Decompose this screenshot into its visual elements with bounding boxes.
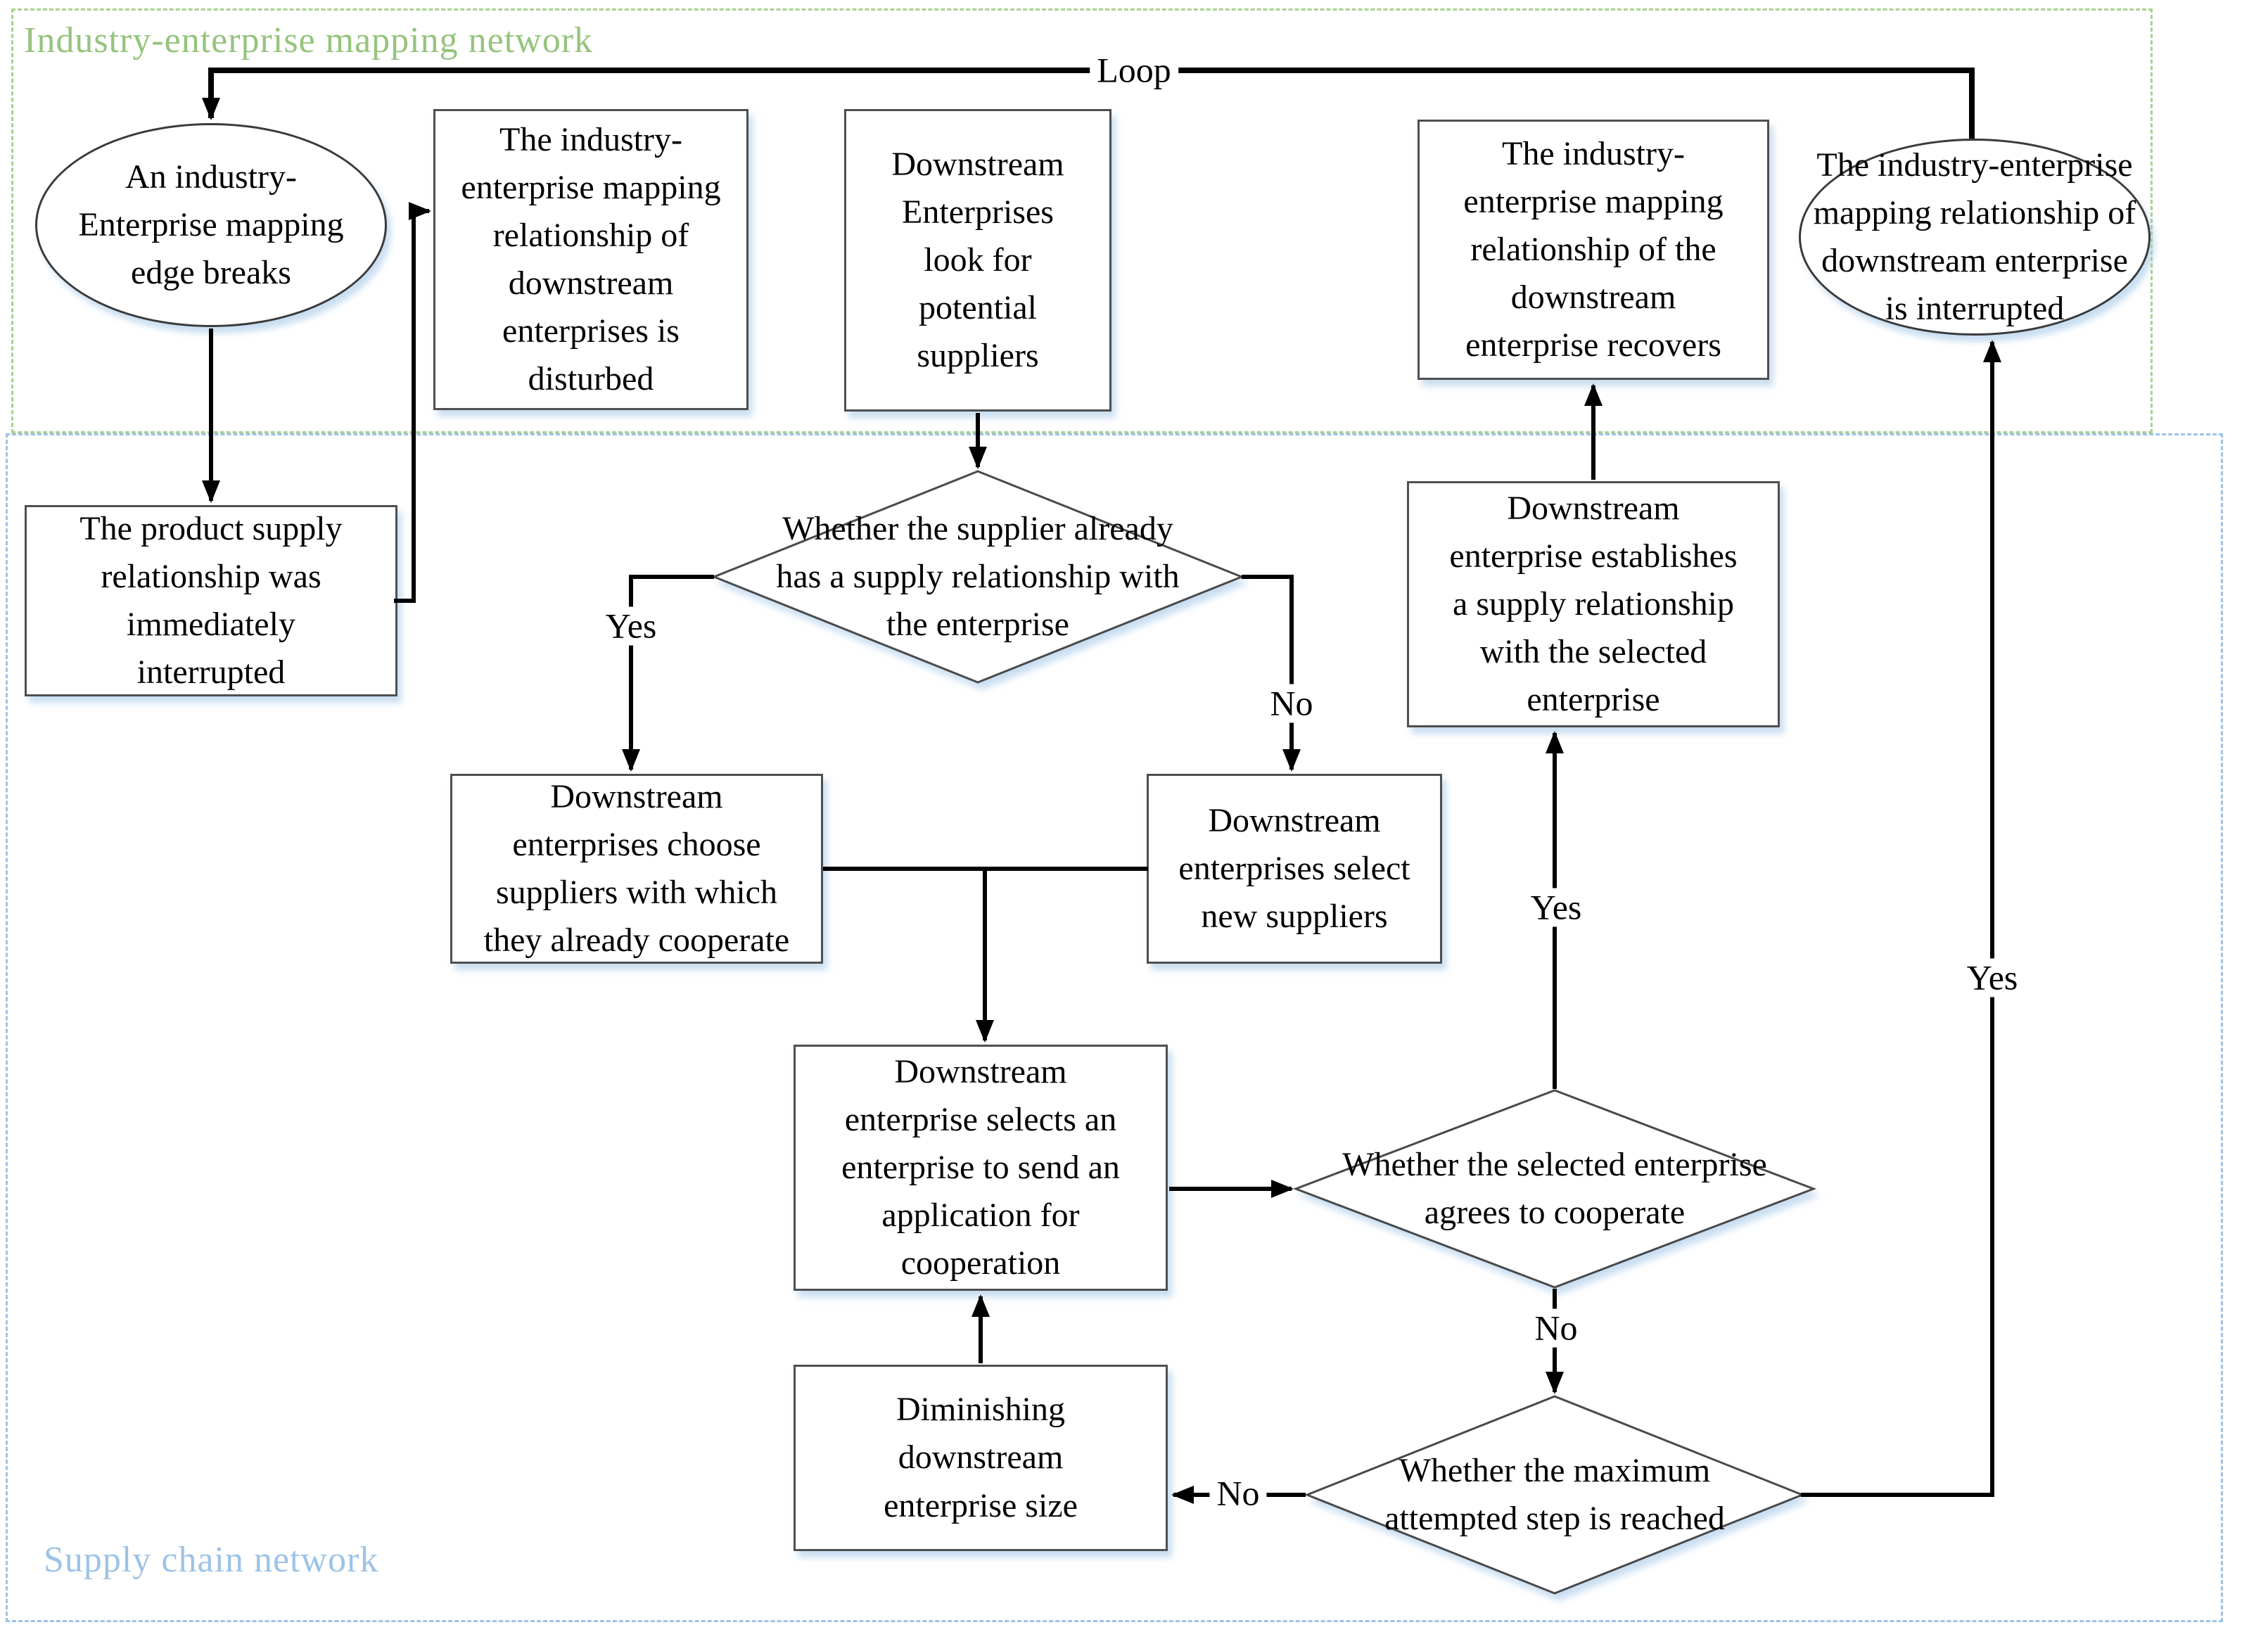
diamond-has-relationship-text: Whether the supplier already has a suppl… — [753, 473, 1203, 681]
diamond-agrees-label: Whether the selected enterprise agrees t… — [1342, 1145, 1767, 1231]
edge-label-no-2: No — [1527, 1308, 1585, 1348]
edge-label-no-3: No — [1209, 1474, 1267, 1513]
node-recovers-label: The industry- enterprise mapping relatio… — [1463, 134, 1724, 364]
edge-label-yes-1: Yes — [598, 606, 664, 646]
node-choose-existing: Downstream enterprises choose suppliers … — [450, 774, 823, 964]
diamond-max-step-text: Whether the maximum attempted step is re… — [1358, 1402, 1752, 1588]
node-disturbed-label: The industry- enterprise mapping relatio… — [461, 120, 721, 398]
node-product-interrupted: The product supply relationship was imme… — [25, 505, 397, 696]
node-diminish: Diminishing downstream enterprise size — [794, 1365, 1168, 1551]
supply-region-title: Supply chain network — [44, 1540, 379, 1580]
edge-label-yes-3: Yes — [1959, 958, 2025, 997]
node-select-new-label: Downstream enterprises select new suppli… — [1178, 801, 1410, 936]
node-send-application: Downstream enterprise selects an enterpr… — [794, 1045, 1168, 1291]
node-edge-breaks-label: An industry- Enterprise mapping edge bre… — [78, 158, 344, 292]
edge-label-loop: Loop — [1090, 51, 1178, 90]
node-recovers: The industry- enterprise mapping relatio… — [1418, 120, 1769, 380]
diamond-max-step-label: Whether the maximum attempted step is re… — [1384, 1451, 1725, 1537]
industry-region-title: Industry-enterprise mapping network — [24, 20, 594, 60]
node-interrupted: The industry-enterprise mapping relation… — [1799, 139, 2151, 336]
industry-mapping-region — [11, 8, 2153, 433]
node-establishes: Downstream enterprise establishes a supp… — [1407, 481, 1780, 727]
diamond-agrees-text: Whether the selected enterprise agrees t… — [1315, 1096, 1794, 1282]
edge-label-no-1: No — [1263, 684, 1320, 723]
node-edge-breaks: An industry- Enterprise mapping edge bre… — [35, 123, 387, 327]
node-disturbed: The industry- enterprise mapping relatio… — [433, 109, 748, 410]
node-product-interrupted-label: The product supply relationship was imme… — [79, 509, 343, 691]
node-send-application-label: Downstream enterprise selects an enterpr… — [841, 1052, 1120, 1282]
node-look-for-suppliers: Downstream Enterprises look for potentia… — [844, 109, 1111, 412]
node-establishes-label: Downstream enterprise establishes a supp… — [1449, 489, 1738, 719]
supply-chain-region — [6, 433, 2223, 1622]
node-look-for-suppliers-label: Downstream Enterprises look for potentia… — [891, 145, 1064, 375]
node-choose-existing-label: Downstream enterprises choose suppliers … — [483, 777, 790, 960]
node-interrupted-label: The industry-enterprise mapping relation… — [1813, 146, 2136, 328]
node-diminish-label: Diminishing downstream enterprise size — [884, 1391, 1078, 1524]
edge-label-yes-2: Yes — [1523, 888, 1589, 927]
node-select-new: Downstream enterprises select new suppli… — [1147, 774, 1442, 964]
diamond-has-relationship-label: Whether the supplier already has a suppl… — [776, 509, 1180, 644]
